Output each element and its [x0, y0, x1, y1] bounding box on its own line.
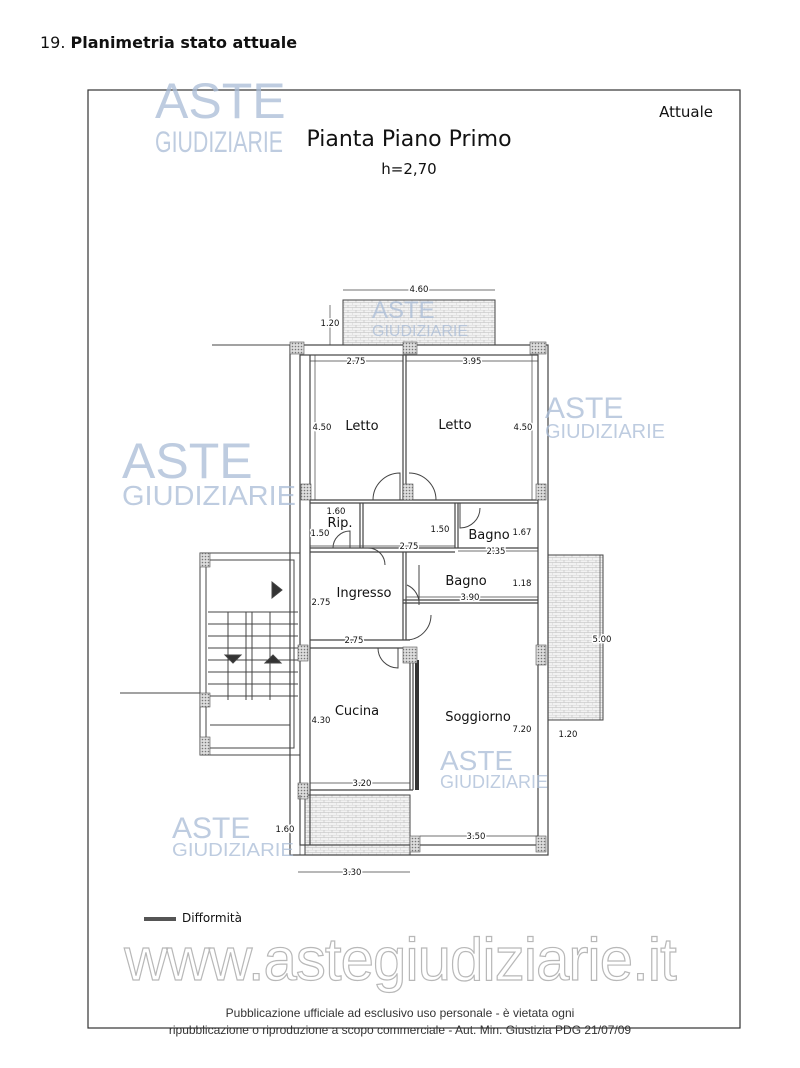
balcony-right [547, 554, 604, 721]
dimension-label: 2.75 [312, 598, 331, 608]
dimension-label: 7.20 [513, 725, 532, 735]
watermark-logos: ASTE GIUDIZIARIE ASTE GIUDIZIARIE ASTE G… [122, 73, 665, 860]
dimension-label: 3.30 [343, 868, 362, 878]
room-label: Cucina [335, 704, 379, 719]
dimension-label: 2.75 [345, 636, 364, 646]
room-label: Ingresso [337, 586, 392, 601]
drawing-frame [87, 89, 741, 1029]
dimension-label: 5.00 [593, 635, 612, 645]
dimension-label: 1.60 [276, 825, 295, 835]
watermark-aste: ASTE [440, 745, 513, 776]
section-title: Planimetria stato attuale [70, 33, 298, 52]
difformita-wall [415, 660, 419, 790]
legend-swatch [144, 917, 176, 921]
dimension-label: 2.75 [400, 542, 419, 552]
dimension-label: 1.18 [513, 579, 532, 589]
dimension-label: 1.20 [559, 730, 578, 740]
dimension-label: 1.50 [311, 529, 330, 539]
watermark-giudiziarie: GIUDIZIARIE [172, 840, 294, 860]
dimension-label: 4.30 [312, 716, 331, 726]
section-number: 19. [40, 33, 66, 52]
dimension-label: 4.50 [313, 423, 332, 433]
watermark-giudiziarie: GIUDIZIARIE [122, 480, 296, 511]
watermark-giudiziarie: GIUDIZIARIE [440, 772, 548, 792]
dimension-label: 3.90 [461, 593, 480, 603]
room-label: Bagno [468, 528, 509, 543]
dimension-labels: 4.60 1.20 2.75 3.95 4.50 4.50 1.60 1.50 … [274, 284, 613, 880]
balcony-top [342, 299, 496, 346]
dimension-label: 1.50 [431, 525, 450, 535]
plan-title: Pianta Piano Primo [306, 127, 511, 152]
dimension-label: 3.20 [353, 779, 372, 789]
plan-state: Attuale [659, 103, 713, 121]
watermark-aste: ASTE [545, 392, 623, 425]
watermark-aste: ASTE [372, 297, 435, 324]
section-heading: 19. Planimetria stato attuale [40, 33, 297, 52]
room-label: Bagno [445, 574, 486, 589]
footer-line-1: Pubblicazione ufficiale ad esclusivo uso… [225, 1006, 575, 1020]
dimension-label: 2.35 [487, 547, 506, 557]
footer-line-2: ripubblicazione o riproduzione a scopo c… [168, 1023, 632, 1037]
room-label: Letto [345, 419, 378, 434]
legend-label: Difformità [182, 911, 242, 925]
watermark-aste: ASTE [122, 433, 253, 489]
doors [332, 472, 481, 669]
room-label: Soggiorno [445, 710, 511, 725]
pillars [199, 341, 547, 853]
plan-height: h=2,70 [381, 160, 436, 178]
dimension-label: 4.60 [410, 285, 429, 295]
dimension-label: 4.50 [514, 423, 533, 433]
room-labels: Letto Letto Rip. Bagno Bagno Ingresso Cu… [327, 418, 510, 725]
dimension-label: 1.20 [321, 319, 340, 329]
watermark-giudiziarie: GIUDIZIARIE [155, 126, 283, 159]
watermark-aste: ASTE [172, 812, 250, 845]
dimension-label: 1.67 [513, 528, 532, 538]
dimension-lines [298, 289, 601, 873]
watermark-giudiziarie: GIUDIZIARIE [372, 323, 468, 340]
dimension-label: 2.75 [347, 357, 366, 367]
watermark-url: www.astegiudiziarie.it [124, 925, 678, 993]
watermark-aste: ASTE [155, 73, 286, 129]
dimension-label: 1.60 [327, 507, 346, 517]
room-label: Letto [438, 418, 471, 433]
balcony-bottom [304, 794, 411, 856]
room-label: Rip. [327, 516, 352, 531]
dimension-label: 3.50 [467, 832, 486, 842]
watermark-giudiziarie: GIUDIZIARIE [545, 421, 665, 443]
dimension-label: 3.95 [463, 357, 482, 367]
